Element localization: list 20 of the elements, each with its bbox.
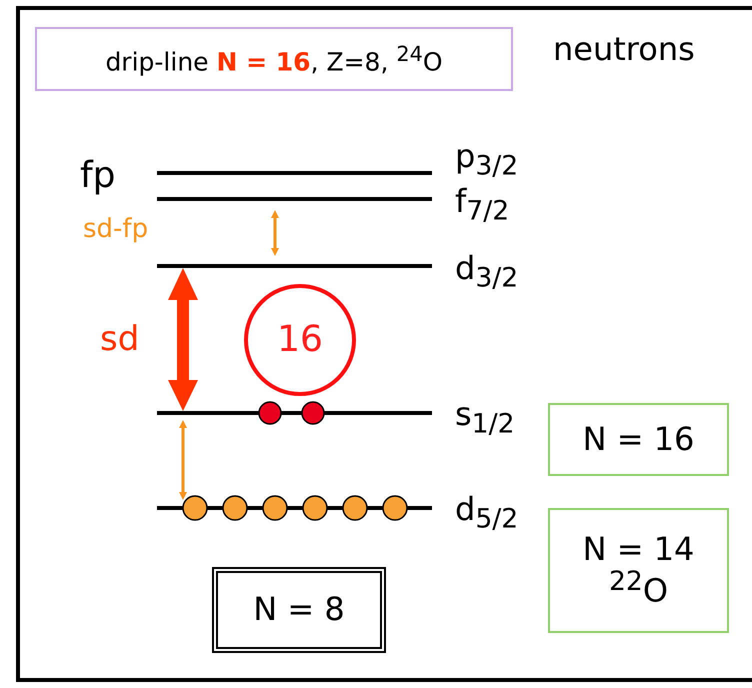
info-box <box>212 567 386 653</box>
level-label: p$_{3/2}$ <box>455 140 518 180</box>
gap-label: sd-fp <box>83 216 148 242</box>
box-text: N = 8 <box>253 592 345 628</box>
box-text: N = 14 <box>582 532 694 568</box>
gap-label: sd <box>100 322 140 356</box>
heading: neutrons <box>553 33 695 65</box>
box-text: $^{22}$O <box>608 567 668 610</box>
box-text: 16 <box>277 320 323 360</box>
title-box <box>35 27 513 91</box>
level-label: f$_{7/2}$ <box>455 185 510 226</box>
box-text: N = 16 <box>582 422 694 458</box>
level-label: s$_{1/2}$ <box>455 398 515 438</box>
level-label: d$_{3/2}$ <box>455 252 518 292</box>
shell-closure-circle <box>244 284 356 396</box>
info-box <box>548 403 729 476</box>
level-label: d$_{5/2}$ <box>455 493 518 534</box>
box-text: drip-line N = 16, Z=8, $^{24}$O <box>105 42 443 76</box>
shell-label: fp <box>80 158 116 194</box>
info-box <box>548 508 729 633</box>
